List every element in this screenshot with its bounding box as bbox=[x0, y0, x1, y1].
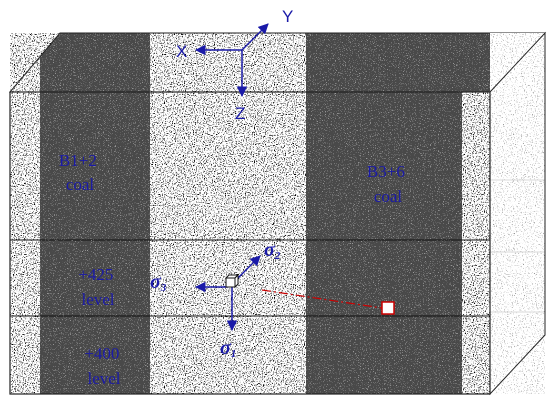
level-label-lower: +400 level bbox=[84, 344, 123, 388]
stress-cube-icon bbox=[224, 273, 240, 289]
coal-seam-right bbox=[306, 92, 462, 394]
sigma1-label: σ1 bbox=[220, 337, 236, 360]
x-axis-label: X bbox=[176, 42, 187, 61]
measurement-point bbox=[261, 289, 395, 315]
y-axis-arrow bbox=[241, 23, 269, 51]
y-axis-label: Y bbox=[282, 7, 293, 26]
sigma3-label: σ3 bbox=[150, 271, 167, 294]
measurement-marker bbox=[381, 301, 395, 315]
top-coal-seam-right bbox=[306, 33, 500, 92]
coordinate-axes: X Y Z bbox=[176, 7, 293, 123]
block-right-face bbox=[489, 31, 546, 396]
seam-label-right: B3+6 coal bbox=[367, 162, 409, 206]
top-coal-seam-left bbox=[40, 33, 150, 92]
z-axis-label: Z bbox=[235, 104, 245, 123]
measurement-line bbox=[261, 289, 383, 309]
stress-element: σ3 σ1 σ2 bbox=[150, 239, 281, 360]
block-top-face bbox=[8, 32, 547, 93]
level-label-upper: +425 level bbox=[78, 265, 117, 309]
block-front-face bbox=[9, 91, 491, 395]
sigma2-arrow bbox=[235, 255, 261, 281]
sigma2-label: σ2 bbox=[264, 239, 281, 262]
seam-label-left: B1+2 coal bbox=[59, 151, 101, 194]
coal-seam-left bbox=[40, 92, 150, 394]
